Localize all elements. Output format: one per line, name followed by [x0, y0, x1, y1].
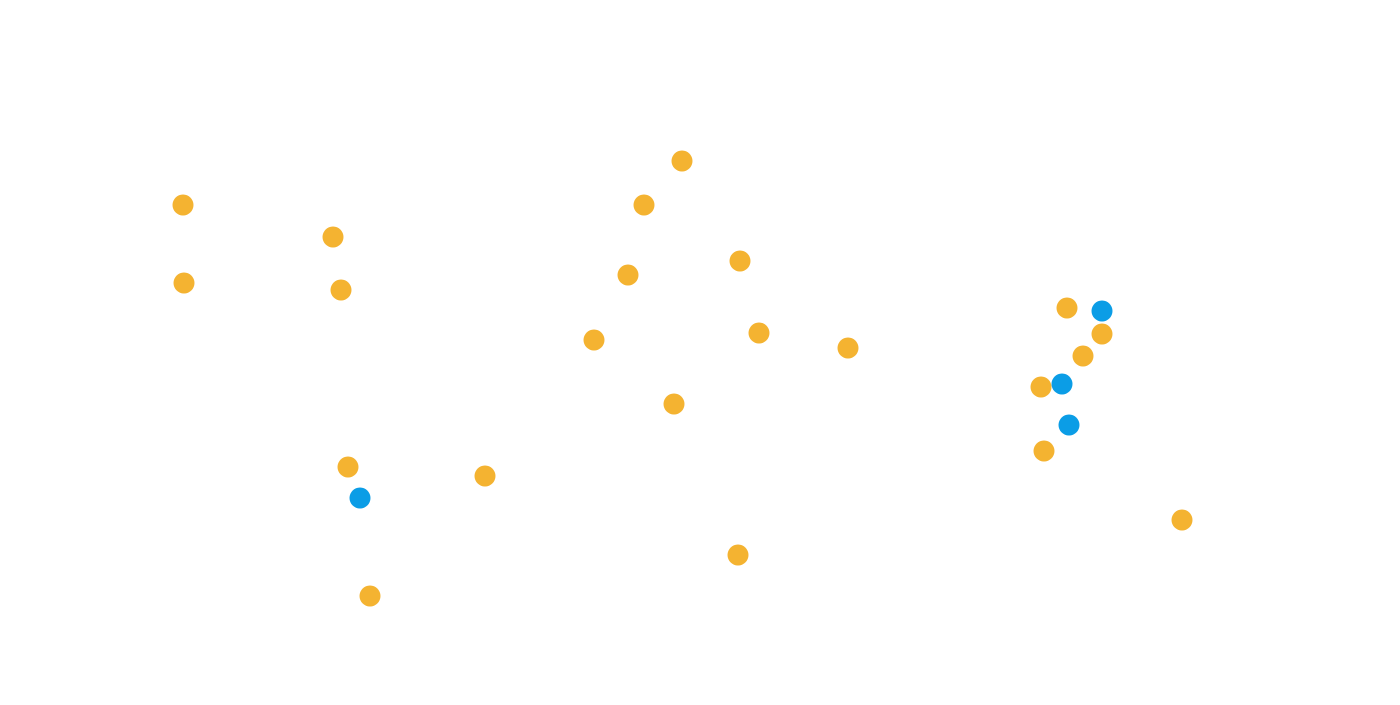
blue-location-marker-icon[interactable]: [1058, 414, 1080, 436]
orange-location-marker-icon[interactable]: [172, 194, 194, 216]
blue-location-marker-icon[interactable]: [1051, 373, 1073, 395]
orange-location-marker-icon[interactable]: [1072, 345, 1094, 367]
orange-location-marker-icon[interactable]: [1091, 323, 1113, 345]
map-markers: [172, 150, 1193, 607]
blue-location-marker-icon[interactable]: [1091, 300, 1113, 322]
orange-location-marker-icon[interactable]: [617, 264, 639, 286]
orange-location-marker-icon[interactable]: [671, 150, 693, 172]
orange-location-marker-icon[interactable]: [330, 279, 352, 301]
orange-location-marker-icon[interactable]: [663, 393, 685, 415]
orange-location-marker-icon[interactable]: [474, 465, 496, 487]
orange-location-marker-icon[interactable]: [633, 194, 655, 216]
orange-location-marker-icon[interactable]: [337, 456, 359, 478]
orange-location-marker-icon[interactable]: [1171, 509, 1193, 531]
orange-location-marker-icon[interactable]: [322, 226, 344, 248]
orange-location-marker-icon[interactable]: [583, 329, 605, 351]
orange-location-marker-icon[interactable]: [727, 544, 749, 566]
blue-location-marker-icon[interactable]: [349, 487, 371, 509]
orange-location-marker-icon[interactable]: [748, 322, 770, 344]
orange-location-marker-icon[interactable]: [1056, 297, 1078, 319]
orange-location-marker-icon[interactable]: [1033, 440, 1055, 462]
orange-location-marker-icon[interactable]: [173, 272, 195, 294]
orange-location-marker-icon[interactable]: [837, 337, 859, 359]
orange-location-marker-icon[interactable]: [359, 585, 381, 607]
orange-location-marker-icon[interactable]: [729, 250, 751, 272]
orange-location-marker-icon[interactable]: [1030, 376, 1052, 398]
